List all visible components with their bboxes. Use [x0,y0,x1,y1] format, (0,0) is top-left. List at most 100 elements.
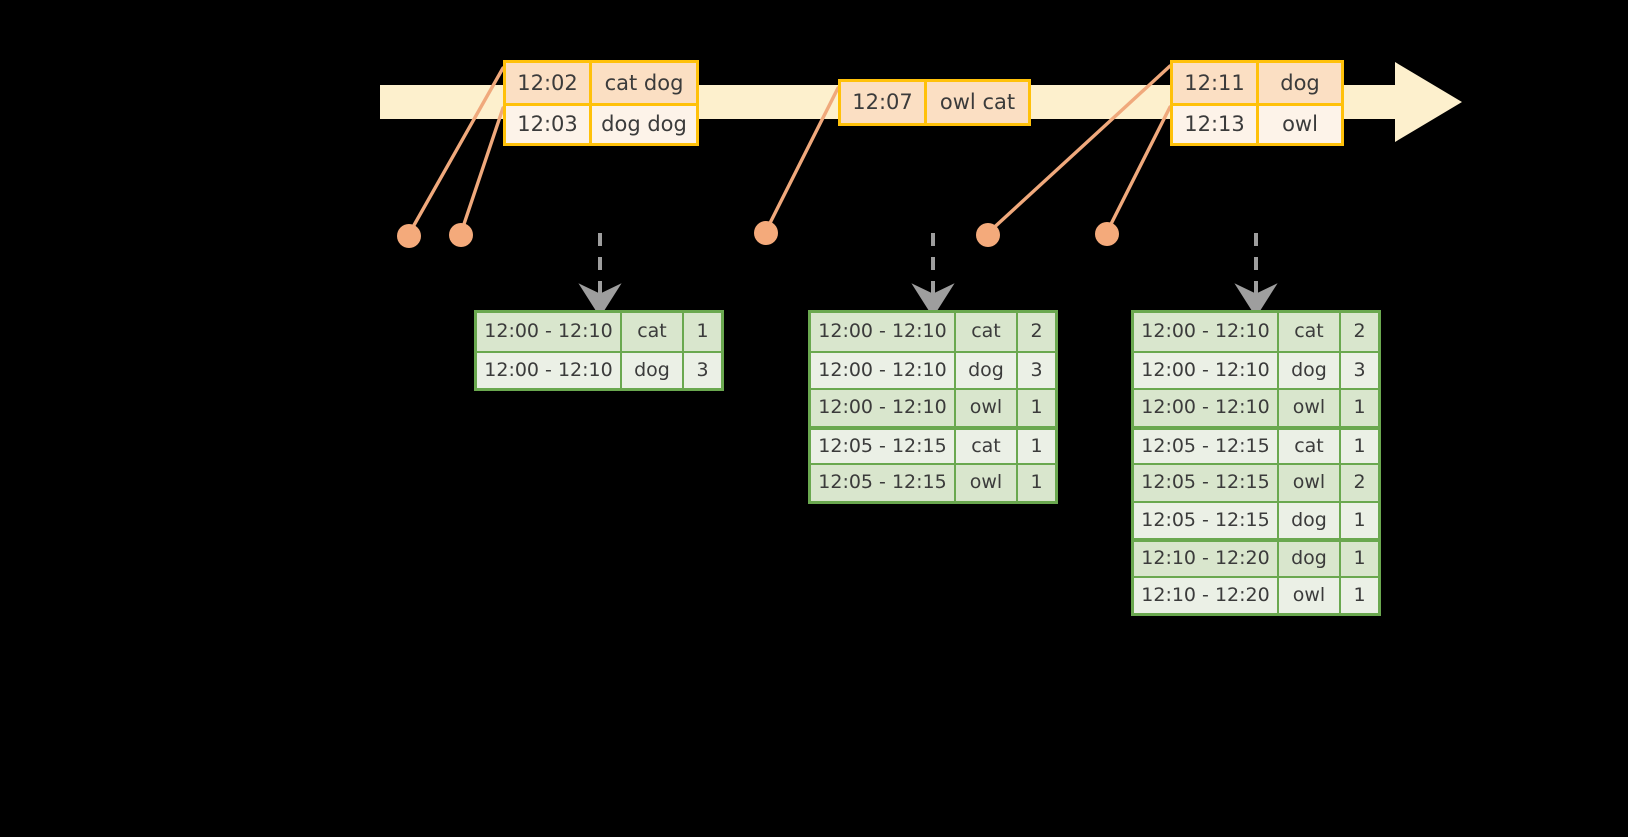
count-value: 1 [1353,434,1366,457]
table-row[interactable]: 12:00 - 12:10 cat 1 [477,313,721,351]
event-value-cell: cat dog [592,63,696,103]
window-cell: 12:00 - 12:10 [1134,313,1279,351]
key-cell: cat [956,429,1018,463]
table-row[interactable]: 12:00 - 12:10 dog 3 [1134,350,1378,388]
count-value: 1 [1353,508,1366,531]
table-row[interactable]: 12:05 - 12:15 cat 1 [1134,425,1378,463]
key-value: owl [969,396,1003,419]
key-cell: dog [1279,352,1341,388]
window-cell: 12:00 - 12:10 [811,313,956,351]
window-cell: 12:10 - 12:20 [1134,542,1279,576]
table-row[interactable]: 12:05 - 12:15 owl 2 [1134,463,1378,501]
window-value: 12:00 - 12:10 [818,358,947,381]
key-cell: dog [1279,542,1341,576]
event-value-cell: dog [1259,63,1341,103]
count-value: 1 [1030,471,1043,494]
window-value: 12:00 - 12:10 [1141,358,1270,381]
window-value: 12:00 - 12:10 [818,396,947,419]
window-value: 12:00 - 12:10 [1141,320,1270,343]
key-cell: cat [956,313,1018,351]
event-value: dog [1280,70,1320,95]
table-row[interactable]: 12:05 - 12:15 owl 1 [811,463,1055,501]
table-row[interactable]: 12:00 - 12:10 cat 2 [811,313,1055,351]
window-value: 12:10 - 12:20 [1141,547,1270,570]
key-value: owl [1292,471,1326,494]
event-time-cell: 12:11 [1173,63,1259,103]
window-cell: 12:05 - 12:15 [811,429,956,463]
count-cell: 3 [684,352,721,388]
window-value: 12:05 - 12:15 [1141,471,1270,494]
count-cell: 2 [1341,313,1378,351]
count-cell: 1 [1018,390,1055,426]
event-value-cell: owl cat [927,82,1028,123]
event-group-3[interactable]: 12:11 dog 12:13 owl [1170,60,1344,146]
count-value: 3 [1353,358,1366,381]
key-value: cat [971,434,1001,457]
table-row[interactable]: 12:00 - 12:10 owl 1 [811,388,1055,426]
connector-dot [976,223,1000,247]
count-cell: 1 [1341,429,1378,463]
count-cell: 1 [1341,542,1378,576]
window-cell: 12:05 - 12:15 [1134,429,1279,463]
table-row[interactable]: 12:00 - 12:10 dog 3 [811,350,1055,388]
count-value: 1 [1353,396,1366,419]
event-row[interactable]: 12:11 dog [1173,63,1341,103]
key-cell: dog [1279,502,1341,538]
key-value: cat [1294,320,1324,343]
event-row[interactable]: 12:02 cat dog [506,63,696,103]
event-group-1[interactable]: 12:02 cat dog 12:03 dog dog [503,60,699,146]
window-value: 12:10 - 12:20 [1141,583,1270,606]
key-value: owl [1292,396,1326,419]
aggregate-table-3[interactable]: 12:00 - 12:10 cat 2 12:00 - 12:10 dog 3 … [1131,310,1381,616]
table-row[interactable]: 12:10 - 12:20 owl 1 [1134,575,1378,613]
count-cell: 3 [1341,352,1378,388]
count-cell: 2 [1341,465,1378,501]
count-value: 1 [1030,396,1043,419]
key-cell: owl [1279,390,1341,426]
count-value: 2 [1353,320,1366,343]
table-row[interactable]: 12:05 - 12:15 dog 1 [1134,500,1378,538]
table-row[interactable]: 12:10 - 12:20 dog 1 [1134,538,1378,576]
window-cell: 12:00 - 12:10 [811,352,956,388]
event-time-cell: 12:13 [1173,106,1259,143]
key-value: dog [1291,547,1327,570]
key-cell: cat [622,313,684,351]
window-value: 12:05 - 12:15 [1141,434,1270,457]
event-value: owl [1282,112,1318,136]
event-row[interactable]: 12:03 dog dog [506,103,696,143]
table-row[interactable]: 12:00 - 12:10 owl 1 [1134,388,1378,426]
window-value: 12:05 - 12:15 [818,471,947,494]
aggregate-table-2[interactable]: 12:00 - 12:10 cat 2 12:00 - 12:10 dog 3 … [808,310,1058,504]
window-value: 12:00 - 12:10 [818,320,947,343]
table-row[interactable]: 12:00 - 12:10 cat 2 [1134,313,1378,351]
event-time: 12:13 [1184,112,1245,136]
window-value: 12:00 - 12:10 [484,358,613,381]
window-cell: 12:00 - 12:10 [477,352,622,388]
aggregate-table-1[interactable]: 12:00 - 12:10 cat 1 12:00 - 12:10 dog 3 [474,310,724,391]
table-row[interactable]: 12:00 - 12:10 dog 3 [477,350,721,388]
count-cell: 1 [1018,465,1055,501]
connector-dot [754,221,778,245]
key-cell: owl [956,465,1018,501]
count-cell: 1 [1341,502,1378,538]
count-value: 1 [696,320,709,343]
count-value: 2 [1353,471,1366,494]
count-value: 1 [1353,583,1366,606]
event-row[interactable]: 12:07 owl cat [841,82,1028,123]
table-row[interactable]: 12:05 - 12:15 cat 1 [811,425,1055,463]
key-value: owl [969,471,1003,494]
event-value-cell: owl [1259,106,1341,143]
count-cell: 1 [1341,390,1378,426]
event-time: 12:03 [517,112,578,136]
key-cell: owl [1279,577,1341,613]
event-time: 12:11 [1184,70,1245,95]
event-value-cell: dog dog [592,106,696,143]
event-time: 12:07 [852,90,913,114]
event-group-2[interactable]: 12:07 owl cat [838,79,1031,126]
connector-dot [449,223,473,247]
event-row[interactable]: 12:13 owl [1173,103,1341,143]
connector-dot [1095,222,1119,246]
key-cell: owl [1279,465,1341,501]
count-cell: 1 [1018,429,1055,463]
